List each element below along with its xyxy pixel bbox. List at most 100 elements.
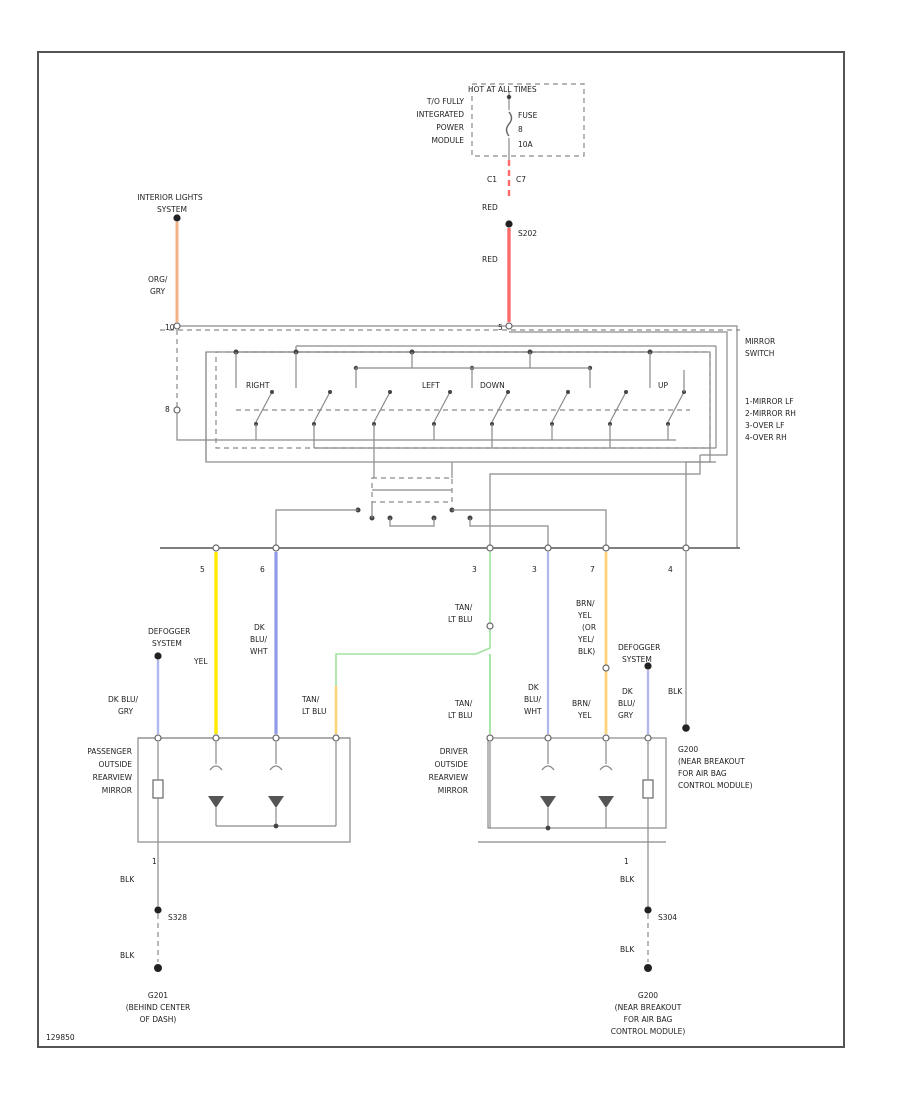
svg-text:4: 4 [668,565,673,574]
svg-text:1: 1 [624,857,629,866]
svg-text:WHT: WHT [524,707,542,716]
svg-text:6: 6 [260,565,265,574]
svg-text:TAN/: TAN/ [301,695,320,704]
passenger-mirror: PASSENGER OUTSIDE REARVIEW MIRROR [87,734,351,843]
module-line-3: POWER [436,123,464,132]
legend-3: 3-OVER LF [745,421,784,430]
fuse-label: FUSE [518,111,538,120]
svg-text:SYSTEM: SYSTEM [157,205,187,214]
motor-icon-d2 [598,796,614,828]
svg-text:7: 7 [590,565,595,574]
svg-text:G201: G201 [148,991,168,1000]
svg-text:BLK: BLK [668,687,683,696]
svg-text:GRY: GRY [150,287,166,296]
svg-text:SYSTEM: SYSTEM [152,639,182,648]
driver-mirror: DRIVER OUTSIDE REARVIEW MIRROR [429,734,667,843]
svg-text:5: 5 [200,565,205,574]
svg-text:(BEHIND CENTER: (BEHIND CENTER [126,1003,191,1012]
svg-text:S328: S328 [168,913,187,922]
ground-left-run: 1 BLK S328 BLK G201 (BEHIND CENTER OF DA… [120,842,190,1024]
svg-text:(OR: (OR [582,623,596,632]
ground-g200-label: G200 (NEAR BREAKOUT FOR AIR BAG CONTROL … [678,745,753,790]
connector-pins: 5 6 3 3 7 4 [200,544,690,574]
switch-name-2: SWITCH [745,349,774,358]
svg-text:FOR AIR BAG: FOR AIR BAG [678,769,727,778]
svg-text:WHT: WHT [250,647,268,656]
defogger-right: DEFOGGER SYSTEM DK BLU/ GRY [618,643,660,734]
splice-s202 [505,220,513,228]
svg-text:1: 1 [152,857,157,866]
svg-text:BLK: BLK [120,875,135,884]
interior-lights-terminal [173,214,181,222]
switch-outputs [205,352,716,548]
ground-g200-terminal [682,724,690,732]
svg-text:REARVIEW: REARVIEW [93,773,133,782]
fuse-icon [505,111,513,137]
svg-text:BRN/: BRN/ [572,699,591,708]
svg-text:YEL: YEL [577,611,592,620]
mirror-switch: 10 5 8 [160,322,796,548]
svg-text:DK: DK [254,623,266,632]
svg-text:BLK: BLK [620,945,635,954]
fuse-conn-1: C1 [487,175,497,184]
svg-text:G200: G200 [678,745,698,754]
svg-text:TAN/: TAN/ [454,699,473,708]
legend-2: 2-MIRROR RH [745,409,796,418]
svg-text:RED: RED [482,203,498,212]
svg-text:G200: G200 [638,991,658,1000]
svg-text:INTERIOR LIGHTS: INTERIOR LIGHTS [137,193,202,202]
svg-text:GRY: GRY [118,707,134,716]
svg-text:YEL/: YEL/ [577,635,594,644]
svg-text:REARVIEW: REARVIEW [429,773,469,782]
svg-text:YEL: YEL [577,711,592,720]
svg-text:DEFOGGER: DEFOGGER [618,643,660,652]
svg-text:FOR AIR BAG: FOR AIR BAG [624,1015,673,1024]
motor-icon-p1 [208,796,224,826]
heater-element-icon-d [642,779,654,799]
svg-text:LT BLU: LT BLU [448,711,473,720]
svg-text:LT BLU: LT BLU [302,707,327,716]
ground-right-run: 1 BLK S304 BLK G200 (NEAR BREAKOUT FOR A… [611,842,686,1036]
svg-text:ORG/: ORG/ [148,275,168,284]
pin-5: 5 [498,323,503,332]
module-line-2: INTEGRATED [416,110,464,119]
harness-wires: YEL DK BLU/ WHT TAN/ LT BLU TAN/ LT BLU … [193,552,690,734]
motor-icon-d1 [540,796,556,828]
svg-text:BLK: BLK [620,875,635,884]
svg-text:SYSTEM: SYSTEM [622,655,652,664]
legend-4: 4-OVER RH [745,433,787,442]
svg-text:(NEAR BREAKOUT: (NEAR BREAKOUT [615,1003,682,1012]
pin-10: 10 [165,323,175,332]
svg-text:BLK): BLK) [578,647,595,656]
legend-1: 1-MIRROR LF [745,397,794,406]
position-down: DOWN [480,381,505,390]
svg-text:OUTSIDE: OUTSIDE [435,760,469,769]
svg-text:DK: DK [528,683,540,692]
svg-text:TAN/: TAN/ [454,603,473,612]
fuse-rating: 10A [518,140,534,149]
position-up: UP [658,381,668,390]
position-right: RIGHT [246,381,270,390]
svg-text:PASSENGER: PASSENGER [87,747,132,756]
heater-element-icon [152,779,164,799]
svg-text:DRIVER: DRIVER [440,747,468,756]
svg-text:BLU/: BLU/ [524,695,541,704]
svg-text:CONTROL MODULE): CONTROL MODULE) [611,1027,686,1036]
position-left: LEFT [422,381,440,390]
svg-text:BLK: BLK [120,951,135,960]
svg-text:3: 3 [472,565,477,574]
svg-text:3: 3 [532,565,537,574]
fuse-number: 8 [518,125,523,134]
svg-text:S304: S304 [658,913,677,922]
module-line-4: MODULE [431,136,464,145]
module-line-1: T/O FULLY [426,97,465,106]
svg-text:YEL: YEL [193,657,208,666]
svg-text:BLU/: BLU/ [618,699,635,708]
svg-text:GRY: GRY [618,711,634,720]
ground-g200b-terminal [644,964,652,972]
svg-text:(NEAR BREAKOUT: (NEAR BREAKOUT [678,757,745,766]
diagram-code: 129850 [46,1033,75,1042]
diagram-frame [37,51,845,1048]
svg-text:BRN/: BRN/ [576,599,595,608]
